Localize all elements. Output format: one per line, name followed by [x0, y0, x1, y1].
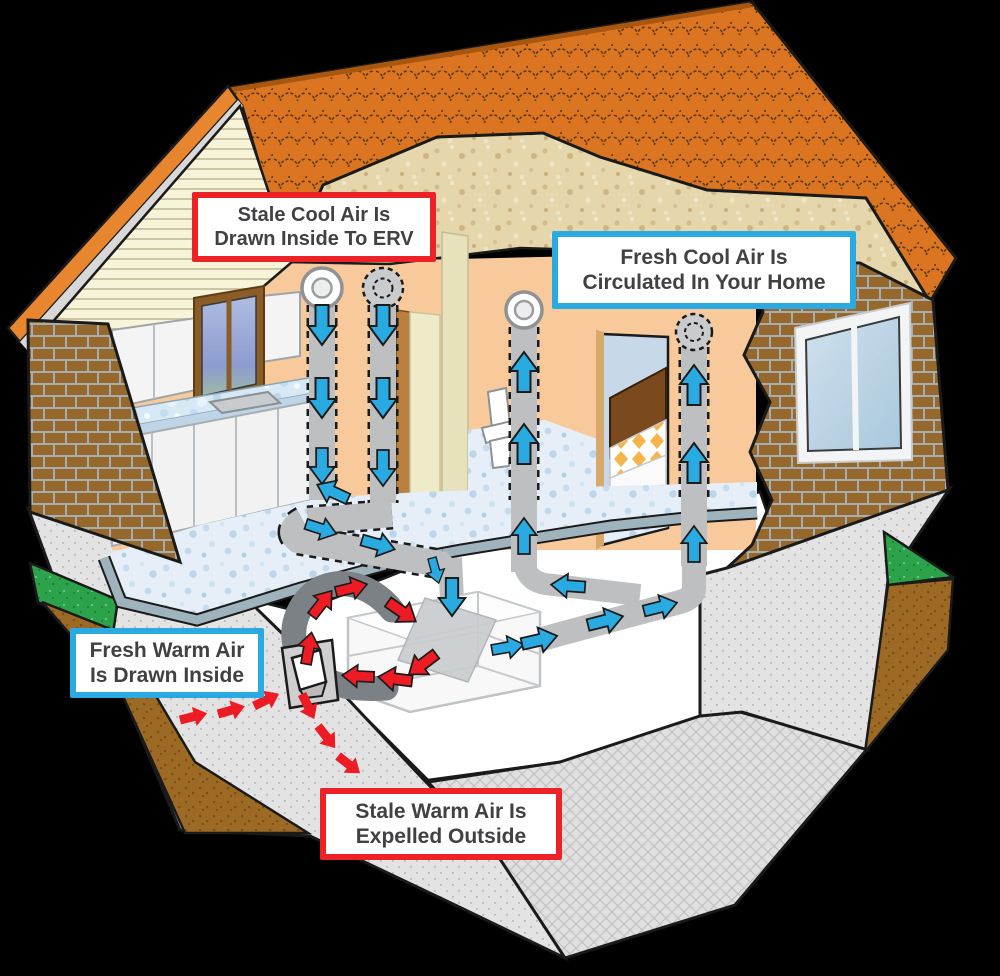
callout-fresh-cool-air: Fresh Cool Air Is Circulated In Your Hom…: [552, 231, 856, 309]
house: [6, 0, 958, 627]
callout-line: Is Drawn Inside: [89, 664, 245, 687]
vent-return-1: [300, 266, 344, 310]
callout-stale-warm-air: Stale Warm Air Is Expelled Outside: [320, 788, 562, 860]
ceiling-vents: [300, 266, 714, 352]
callout-line: Stale Cool Air Is: [237, 204, 391, 226]
callout-line: Fresh Warm Air: [89, 638, 245, 662]
callout-line: Circulated In Your Home: [582, 271, 826, 294]
roof-ridge: [229, 2, 751, 93]
upper-cabinet-right: [261, 290, 301, 364]
callout-line: Expelled Outside: [355, 825, 527, 848]
callout-fresh-warm-air: Fresh Warm Air Is Drawn Inside: [70, 628, 264, 698]
callout-line: Stale Warm Air Is: [355, 799, 527, 823]
vent-supply-1: [504, 290, 544, 330]
gable-fascia-trim: [20, 100, 243, 350]
vent-return-2: [361, 266, 405, 310]
callout-stale-cool-air: Stale Cool Air Is Drawn Inside To ERV: [192, 192, 436, 262]
dirt-right: [863, 577, 955, 757]
brick-wall-right: [725, 260, 950, 570]
vent-supply-2: [674, 312, 714, 352]
callout-line: Fresh Cool Air Is: [620, 245, 788, 269]
sink: [207, 390, 283, 415]
toilet: [480, 386, 522, 470]
brick-wall-left: [26, 318, 183, 565]
callout-line: Drawn Inside To ERV: [214, 228, 414, 250]
